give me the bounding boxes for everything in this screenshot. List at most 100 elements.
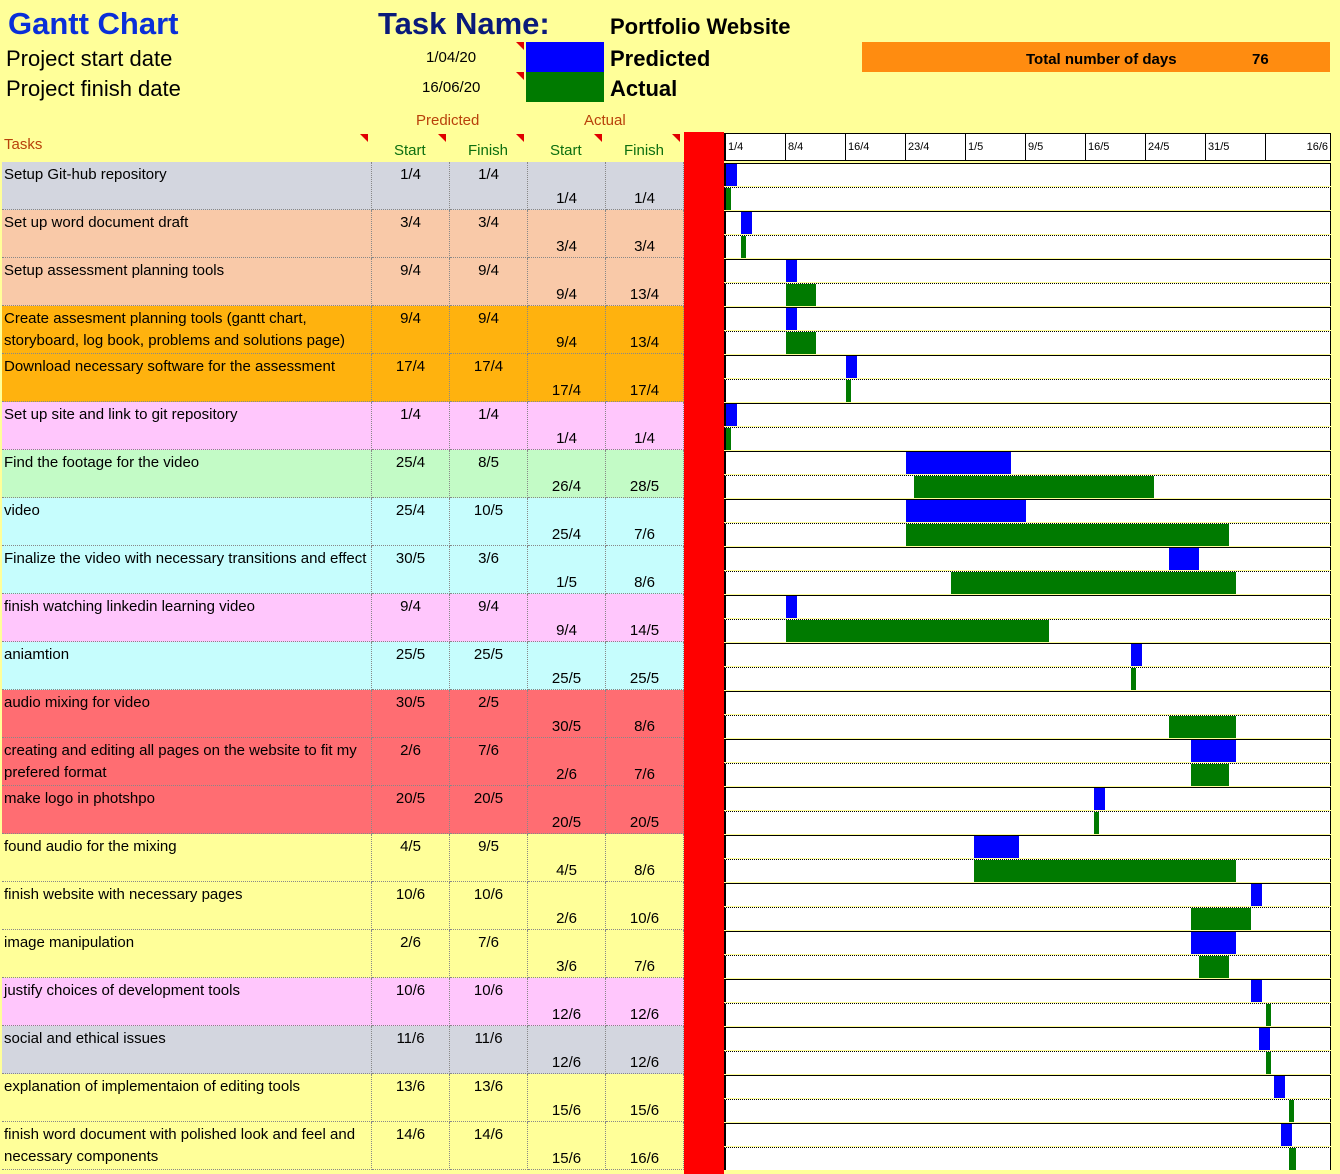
task-name-cell[interactable]: Find the footage for the video <box>2 450 372 498</box>
act-finish-cell[interactable]: 28/5 <box>606 450 684 498</box>
pred-start-cell[interactable]: 20/5 <box>372 786 450 834</box>
comment-marker-icon[interactable] <box>360 134 368 142</box>
pred-finish-cell[interactable]: 20/5 <box>450 786 528 834</box>
pred-start-header[interactable]: Start <box>394 142 426 159</box>
act-finish-cell[interactable]: 8/6 <box>606 834 684 882</box>
act-finish-cell[interactable]: 16/6 <box>606 1122 684 1170</box>
task-name-cell[interactable]: Set up word document draft <box>2 210 372 258</box>
pred-start-cell[interactable]: 2/6 <box>372 930 450 978</box>
pred-finish-cell[interactable]: 17/4 <box>450 354 528 402</box>
pred-finish-cell[interactable]: 9/5 <box>450 834 528 882</box>
pred-finish-cell[interactable]: 10/5 <box>450 498 528 546</box>
comment-marker-icon[interactable] <box>516 72 524 80</box>
comment-marker-icon[interactable] <box>594 134 602 142</box>
act-start-cell[interactable]: 9/4 <box>528 258 606 306</box>
act-finish-cell[interactable]: 12/6 <box>606 1026 684 1074</box>
pred-start-cell[interactable]: 11/6 <box>372 1026 450 1074</box>
act-finish-cell[interactable]: 8/6 <box>606 546 684 594</box>
pred-start-cell[interactable]: 10/6 <box>372 882 450 930</box>
act-start-cell[interactable]: 4/5 <box>528 834 606 882</box>
pred-start-cell[interactable]: 1/4 <box>372 402 450 450</box>
act-start-cell[interactable]: 15/6 <box>528 1074 606 1122</box>
comment-marker-icon[interactable] <box>438 134 446 142</box>
act-start-cell[interactable]: 9/4 <box>528 594 606 642</box>
pred-start-cell[interactable]: 10/6 <box>372 978 450 1026</box>
comment-marker-icon[interactable] <box>516 42 524 50</box>
pred-start-cell[interactable]: 4/5 <box>372 834 450 882</box>
comment-marker-icon[interactable] <box>672 134 680 142</box>
task-name-cell[interactable]: aniamtion <box>2 642 372 690</box>
pred-start-cell[interactable]: 25/4 <box>372 450 450 498</box>
task-name-cell[interactable]: make logo in photshpo <box>2 786 372 834</box>
pred-finish-cell[interactable]: 9/4 <box>450 258 528 306</box>
act-start-cell[interactable]: 12/6 <box>528 978 606 1026</box>
pred-finish-cell[interactable]: 3/4 <box>450 210 528 258</box>
pred-finish-cell[interactable]: 7/6 <box>450 930 528 978</box>
act-start-cell[interactable]: 3/6 <box>528 930 606 978</box>
pred-finish-cell[interactable]: 7/6 <box>450 738 528 786</box>
task-name-cell[interactable]: Setup Git-hub repository <box>2 162 372 210</box>
total-days-value[interactable]: 76 <box>1252 51 1269 68</box>
act-start-cell[interactable]: 25/4 <box>528 498 606 546</box>
act-finish-cell[interactable]: 7/6 <box>606 738 684 786</box>
task-name-cell[interactable]: Create assesment planning tools (gantt c… <box>2 306 372 354</box>
pred-start-cell[interactable]: 9/4 <box>372 258 450 306</box>
pred-start-cell[interactable]: 30/5 <box>372 546 450 594</box>
pred-finish-cell[interactable]: 10/6 <box>450 978 528 1026</box>
task-name-cell[interactable]: justify choices of development tools <box>2 978 372 1026</box>
comment-marker-icon[interactable] <box>516 134 524 142</box>
act-start-cell[interactable]: 9/4 <box>528 306 606 354</box>
act-start-cell[interactable]: 1/4 <box>528 402 606 450</box>
pred-finish-cell[interactable]: 3/6 <box>450 546 528 594</box>
task-name-cell[interactable]: Setup assessment planning tools <box>2 258 372 306</box>
pred-start-cell[interactable]: 9/4 <box>372 306 450 354</box>
pred-finish-header[interactable]: Finish <box>468 142 509 159</box>
pred-start-cell[interactable]: 25/4 <box>372 498 450 546</box>
pred-start-cell[interactable]: 1/4 <box>372 162 450 210</box>
pred-start-cell[interactable]: 30/5 <box>372 690 450 738</box>
pred-finish-cell[interactable]: 25/5 <box>450 642 528 690</box>
pred-start-cell[interactable]: 2/6 <box>372 738 450 786</box>
task-name-cell[interactable]: finish watching linkedin learning video <box>2 594 372 642</box>
tasks-column-header[interactable]: Tasks <box>4 136 43 153</box>
pred-start-cell[interactable]: 14/6 <box>372 1122 450 1170</box>
task-name-cell[interactable]: Finalize the video with necessary transi… <box>2 546 372 594</box>
project-start-value[interactable]: 1/04/20 <box>426 49 477 66</box>
act-finish-cell[interactable]: 25/5 <box>606 642 684 690</box>
act-start-cell[interactable]: 25/5 <box>528 642 606 690</box>
pred-finish-cell[interactable]: 10/6 <box>450 882 528 930</box>
pred-start-cell[interactable]: 9/4 <box>372 594 450 642</box>
task-name-cell[interactable]: Download necessary software for the asse… <box>2 354 372 402</box>
task-name-cell[interactable]: Set up site and link to git repository <box>2 402 372 450</box>
pred-start-cell[interactable]: 13/6 <box>372 1074 450 1122</box>
project-finish-value[interactable]: 16/06/20 <box>422 79 481 96</box>
task-name-cell[interactable]: audio mixing for video <box>2 690 372 738</box>
act-start-cell[interactable]: 3/4 <box>528 210 606 258</box>
pred-finish-cell[interactable]: 1/4 <box>450 402 528 450</box>
act-start-cell[interactable]: 30/5 <box>528 690 606 738</box>
task-name-cell[interactable]: finish word document with polished look … <box>2 1122 372 1170</box>
task-name-value[interactable]: Portfolio Website <box>610 14 791 39</box>
task-name-cell[interactable]: explanation of implementaion of editing … <box>2 1074 372 1122</box>
act-finish-cell[interactable]: 3/4 <box>606 210 684 258</box>
pred-finish-cell[interactable]: 2/5 <box>450 690 528 738</box>
act-finish-cell[interactable]: 7/6 <box>606 930 684 978</box>
act-finish-cell[interactable]: 20/5 <box>606 786 684 834</box>
pred-finish-cell[interactable]: 13/6 <box>450 1074 528 1122</box>
act-finish-cell[interactable]: 8/6 <box>606 690 684 738</box>
act-start-cell[interactable]: 17/4 <box>528 354 606 402</box>
task-name-cell[interactable]: found audio for the mixing <box>2 834 372 882</box>
pred-finish-cell[interactable]: 9/4 <box>450 306 528 354</box>
act-start-cell[interactable]: 2/6 <box>528 738 606 786</box>
act-finish-cell[interactable]: 13/4 <box>606 258 684 306</box>
act-finish-cell[interactable]: 15/6 <box>606 1074 684 1122</box>
act-start-cell[interactable]: 12/6 <box>528 1026 606 1074</box>
act-finish-cell[interactable]: 13/4 <box>606 306 684 354</box>
task-name-cell[interactable]: finish website with necessary pages <box>2 882 372 930</box>
pred-finish-cell[interactable]: 9/4 <box>450 594 528 642</box>
act-start-cell[interactable]: 2/6 <box>528 882 606 930</box>
task-name-cell[interactable]: video <box>2 498 372 546</box>
act-start-cell[interactable]: 15/6 <box>528 1122 606 1170</box>
task-name-cell[interactable]: social and ethical issues <box>2 1026 372 1074</box>
act-finish-header[interactable]: Finish <box>624 142 665 159</box>
